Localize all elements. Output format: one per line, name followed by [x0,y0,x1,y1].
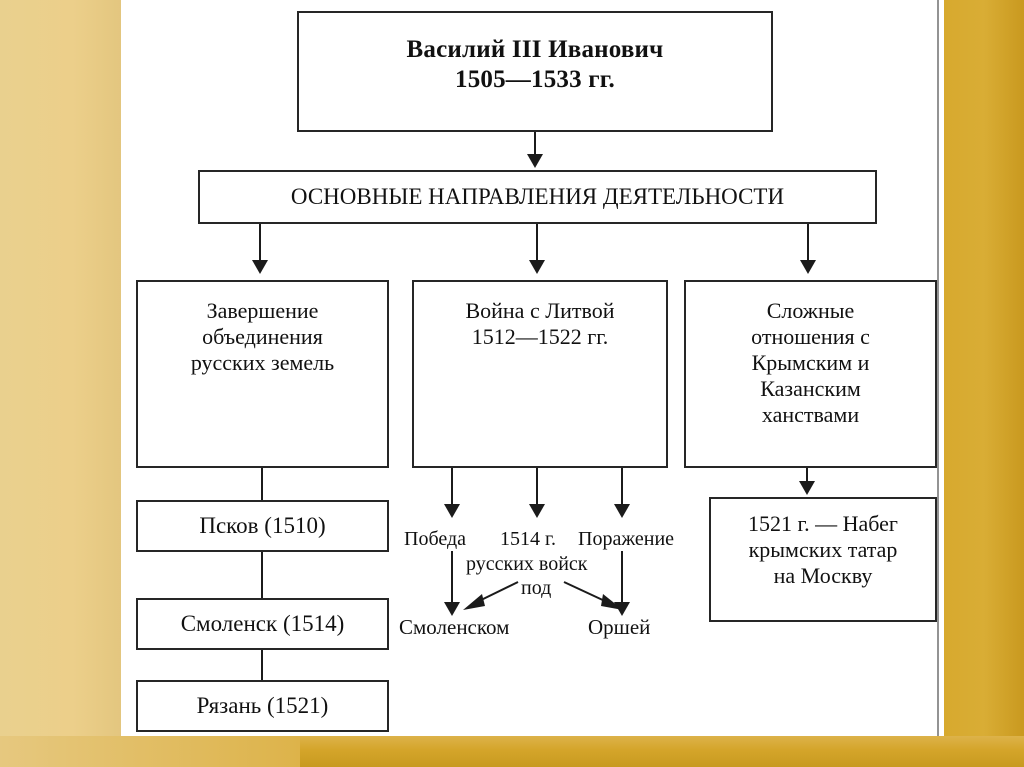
decorative-gold-bottom-fade [0,736,300,767]
branch-text-lithuania-war: Война с Литвой 1512—1522 гг. [465,298,615,349]
connector-directions-to-branch-2 [536,224,538,262]
arrowhead-branch-2 [529,260,545,274]
arrowhead-smolensk-place [444,602,460,616]
city-box-smolensk: Смоленск (1514) [136,598,389,650]
arrowhead-defeat [614,504,630,518]
arrowhead-branch-3 [800,260,816,274]
city-text-smolensk: Смоленск (1514) [180,611,345,637]
city-box-ryazan: Рязань (1521) [136,680,389,732]
raid-box: 1521 г. — Набег крымских татар на Москву [709,497,937,622]
label-year-1514: 1514 г. [500,528,556,550]
connector-title-to-directions [534,132,536,156]
city-text-pskov: Псков (1510) [199,513,326,539]
decorative-gold-border-left [0,0,121,767]
connector-unification-to-pskov [261,468,263,500]
connector-directions-to-branch-3 [807,224,809,262]
label-defeat: Поражение [578,528,675,550]
arrowhead-raid [799,481,815,495]
connector-defeat-to-orsha-place [621,551,623,604]
connector-war-to-victory [451,468,453,506]
title-text: Василий III Иванович 1505—1533 гг. [406,36,664,93]
arrowhead-title-to-directions [527,154,543,168]
directions-text: ОСНОВНЫЕ НАПРАВЛЕНИЯ ДЕЯТЕЛЬНОСТИ [290,184,785,210]
connector-victory-to-smolensk-place [451,551,453,604]
arrowhead-diagonal-right [601,594,623,610]
raid-text: 1521 г. — Набег крымских татар на Москву [748,511,898,588]
connector-directions-to-branch-1 [259,224,261,262]
diagonal-arrows-under [463,581,623,610]
arrowhead-victory [444,504,460,518]
city-box-pskov: Псков (1510) [136,500,389,552]
label-under: под [521,577,552,599]
arrowhead-branch-1 [252,260,268,274]
title-box: Василий III Иванович 1505—1533 гг. [297,11,773,132]
branch-box-lithuania-war: Война с Литвой 1512—1522 гг. [412,280,668,468]
arrowhead-diagonal-left [463,594,485,610]
branch-text-unification: Завершение объединения русских земель [190,298,335,375]
branch-text-khanates: Сложные отношения с Крымским и Казанским… [751,298,870,427]
label-place-orsha: Оршей [588,615,651,639]
label-victory: Победа [404,528,467,550]
diagonal-line-right [563,581,608,603]
arrowhead-year [529,504,545,518]
label-place-smolensk: Смоленском [399,615,510,639]
city-text-ryazan: Рязань (1521) [196,693,329,719]
label-russian-troops: русских войск [466,553,588,575]
connector-khanates-to-raid [806,468,808,484]
connector-war-to-defeat [621,468,623,506]
decorative-gold-border-right [944,0,1024,767]
arrowhead-orsha-place [614,602,630,616]
connector-smolensk-to-ryazan [261,650,263,680]
branch-box-khanates: Сложные отношения с Крымским и Казанским… [684,280,937,468]
connector-war-to-year [536,468,538,506]
canvas-right-hairline [937,0,939,736]
diagonal-line-left [476,581,519,603]
directions-box: ОСНОВНЫЕ НАПРАВЛЕНИЯ ДЕЯТЕЛЬНОСТИ [198,170,877,224]
connector-pskov-to-smolensk [261,552,263,598]
branch-box-unification: Завершение объединения русских земель [136,280,389,468]
